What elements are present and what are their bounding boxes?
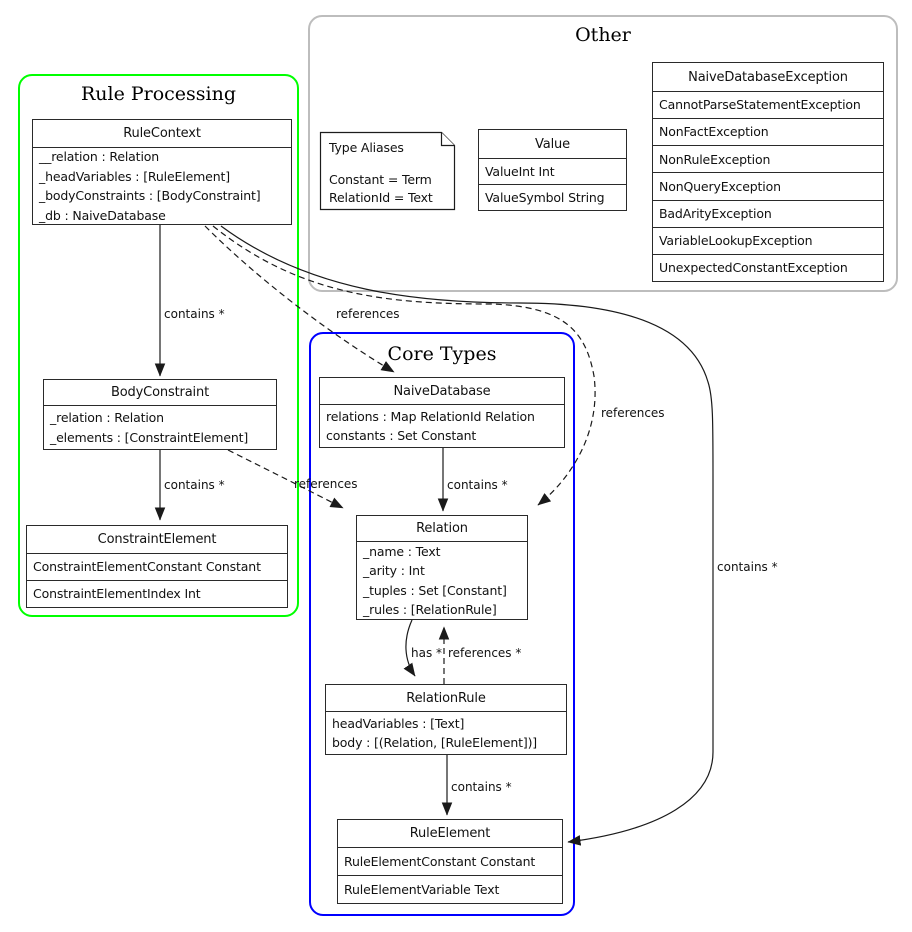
body_constraint-title: BodyConstraint bbox=[110, 385, 210, 400]
edge-label-references: references * bbox=[448, 646, 521, 660]
note-lines: Constant = Term RelationId = Text bbox=[329, 171, 455, 207]
uml-compartment: ValueSymbol String bbox=[479, 184, 626, 210]
edge-bodyconstraint-relation bbox=[227, 449, 344, 509]
class-relationrule: RelationRule headVariables : [Text] body :… bbox=[325, 684, 567, 755]
class-bodyconstraint: BodyConstraint _relation : Relation _eleme… bbox=[43, 379, 277, 450]
edge-label-contains: contains * bbox=[164, 478, 225, 492]
uml-compartment: _relation : Relation _elements : [Constra… bbox=[44, 405, 276, 449]
uml-attribute-line: _arity : Int bbox=[363, 563, 425, 578]
constraint_element-title: ConstraintElement bbox=[97, 532, 217, 547]
uml-compartment: UnexpectedConstantException bbox=[653, 253, 883, 281]
uml-compartment: _name : Text _arity : Int _tuples : Set [C… bbox=[357, 541, 527, 619]
uml-attribute-line: relations : Map RelationId Relation bbox=[326, 408, 535, 424]
uml-attribute-line: VariableLookupException bbox=[659, 233, 813, 249]
uml-attribute-line: RuleElementVariable Text bbox=[344, 881, 500, 897]
cluster-core-types-title: Core Types bbox=[387, 343, 497, 365]
uml-compartment: NonQueryException bbox=[653, 172, 883, 199]
uml-compartment: ConstraintElementConstant Constant bbox=[27, 553, 287, 580]
class-relation: Relation _name : Text _arity : Int _tuples … bbox=[356, 515, 528, 620]
rule_element-title: RuleElement bbox=[409, 826, 491, 841]
uml-attribute-line: RuleElementConstant Constant bbox=[344, 853, 536, 869]
edge-rulecontext-ruleelement bbox=[220, 225, 714, 846]
value-title: Value bbox=[535, 136, 570, 152]
cluster-rule-processing-title: Rule Processing bbox=[80, 83, 237, 105]
naive_database-title: NaiveDatabase bbox=[393, 383, 491, 399]
uml-compartment: RuleElementVariable Text bbox=[338, 875, 562, 903]
edge-rulecontext-naivedatabase bbox=[204, 225, 395, 373]
uml-compartment: ValueInt Int bbox=[479, 158, 626, 184]
uml-attribute-line: CannotParseStatementException bbox=[659, 97, 861, 113]
edge-relation-relationrule bbox=[403, 619, 416, 677]
uml-attribute-line: _db : NaiveDatabase bbox=[39, 207, 166, 223]
class-naivedatabase: NaiveDatabase relations : Map RelationId … bbox=[319, 377, 565, 448]
uml-compartment: headVariables : [Text] body : [(Relation,… bbox=[326, 711, 566, 754]
uml-compartment: NonFactException bbox=[653, 118, 883, 145]
uml-compartment: VariableLookupException bbox=[653, 226, 883, 254]
relation_rule-title: RelationRule bbox=[406, 690, 486, 706]
edge-label-contains: contains * bbox=[164, 307, 225, 321]
cluster-other-title: Other bbox=[575, 24, 631, 46]
note-line: RelationId = Text bbox=[329, 190, 433, 205]
uml-attribute-line: constants : Set Constant bbox=[326, 428, 477, 443]
uml-attribute-line: _name : Text bbox=[363, 543, 441, 559]
uml-attribute-line: _bodyConstraints : [BodyConstraint] bbox=[39, 188, 261, 203]
uml-compartment: RuleElementConstant Constant bbox=[338, 847, 562, 875]
uml-compartment: __relation : Relation _headVariables : [R… bbox=[33, 147, 291, 224]
class-rulecontext: RuleContext __relation : Relation _headVar… bbox=[32, 119, 292, 225]
uml-attribute-line: UnexpectedConstantException bbox=[659, 260, 848, 276]
uml-compartment: NonRuleException bbox=[653, 145, 883, 172]
uml-attribute-line: _headVariables : [RuleElement] bbox=[39, 168, 230, 184]
edge-label-references: references bbox=[336, 307, 400, 321]
exceptions-title: NaiveDatabaseException bbox=[688, 69, 848, 85]
uml-attribute-line: NonQueryException bbox=[659, 178, 781, 194]
uml-attribute-line: ConstraintElementIndex Int bbox=[33, 586, 201, 602]
edge-label-contains: contains * bbox=[447, 478, 508, 492]
uml-attribute-line: __relation : Relation bbox=[39, 149, 160, 164]
uml-attribute-line: NonRuleException bbox=[659, 151, 771, 167]
uml-attribute-line: BadArityException bbox=[659, 205, 772, 221]
note-line: Constant = Term bbox=[329, 172, 432, 187]
edge-label-has: has * bbox=[411, 646, 442, 660]
edge-rulecontext-relation bbox=[212, 225, 596, 506]
uml-attribute-line: body : [(Relation, [RuleElement])] bbox=[332, 735, 538, 750]
note-type-aliases: Type Aliases Constant = Term RelationId … bbox=[320, 132, 455, 210]
uml-attribute-line: ValueSymbol String bbox=[485, 189, 605, 205]
edge-label-references: references bbox=[294, 477, 358, 491]
uml-attribute-line: NonFactException bbox=[659, 124, 769, 140]
edge-label-references: references bbox=[601, 406, 665, 420]
uml-attribute-line: _elements : [ConstraintElement] bbox=[50, 429, 249, 445]
uml-attribute-line: _tuples : Set [Constant] bbox=[363, 582, 507, 598]
uml-attribute-line: _relation : Relation bbox=[50, 410, 164, 425]
edge-label-contains: contains * bbox=[451, 780, 512, 794]
uml-compartment: CannotParseStatementException bbox=[653, 91, 883, 118]
note-fold-icon bbox=[440, 132, 455, 147]
uml-attribute-line: headVariables : [Text] bbox=[332, 715, 465, 731]
uml-attribute-line: ValueInt Int bbox=[485, 163, 555, 179]
uml-compartment: ConstraintElementIndex Int bbox=[27, 580, 287, 607]
uml-compartment: relations : Map RelationId Relation const… bbox=[320, 404, 564, 447]
note-shape bbox=[319, 131, 456, 211]
uml-attribute-line: _rules : [RelationRule] bbox=[363, 602, 497, 617]
edge-label-contains: contains * bbox=[717, 560, 778, 574]
rule_context-title: RuleContext bbox=[123, 126, 201, 141]
uml-attribute-line: ConstraintElementConstant Constant bbox=[33, 559, 261, 575]
note-title: Type Aliases bbox=[329, 140, 404, 155]
uml-compartment: BadArityException bbox=[653, 199, 883, 227]
relation-title: Relation bbox=[416, 521, 468, 536]
